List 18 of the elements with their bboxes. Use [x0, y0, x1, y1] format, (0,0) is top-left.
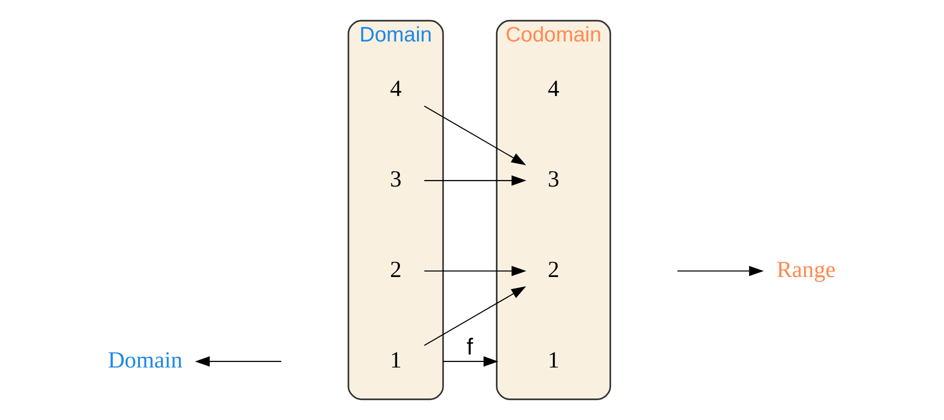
node-text: 4 — [390, 76, 402, 102]
edge-label: f — [466, 334, 474, 360]
arrow — [424, 106, 526, 166]
arrow — [424, 266, 526, 276]
arrow — [677, 266, 764, 276]
node-text: Range — [776, 256, 836, 283]
node-text: Domain — [108, 347, 182, 374]
arrow — [424, 175, 526, 186]
node-text: 1 — [548, 347, 560, 374]
node-text: 3 — [390, 166, 402, 192]
node-text: 3 — [548, 166, 560, 192]
node-text: 1 — [390, 347, 402, 374]
node-text: 4 — [548, 76, 560, 102]
arrow — [424, 286, 526, 346]
arrow — [443, 356, 498, 367]
node-text: 2 — [548, 256, 560, 283]
arrow — [195, 356, 282, 367]
node-text: 2 — [390, 256, 402, 283]
